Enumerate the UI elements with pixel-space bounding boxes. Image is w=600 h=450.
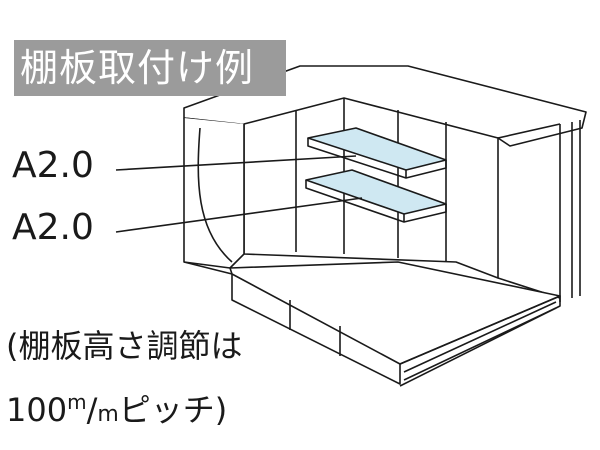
floor bbox=[229, 261, 561, 365]
title-banner: 棚板取付け例 bbox=[14, 40, 286, 96]
left-wall bbox=[183, 118, 245, 269]
pitch-unit-sub: m bbox=[97, 402, 119, 427]
shelf-height-note-line2: 100m/mピッチ) bbox=[6, 382, 227, 435]
lower-shelf-leader bbox=[115, 197, 363, 233]
pitch-unit-slash: / bbox=[86, 391, 98, 429]
shelf-height-note-line1: (棚板高さ調節は bbox=[6, 327, 243, 365]
pitch-text: ピッチ) bbox=[118, 391, 228, 429]
right-post bbox=[559, 120, 581, 302]
upper-shelf-label: A2.0 bbox=[12, 145, 94, 186]
pitch-number: 100 bbox=[6, 391, 68, 429]
lower-shelf-label: A2.0 bbox=[12, 207, 94, 248]
pitch-unit-sup: m bbox=[67, 390, 87, 414]
floor-front-base bbox=[231, 274, 401, 385]
upper-shelf-leader bbox=[115, 155, 357, 171]
